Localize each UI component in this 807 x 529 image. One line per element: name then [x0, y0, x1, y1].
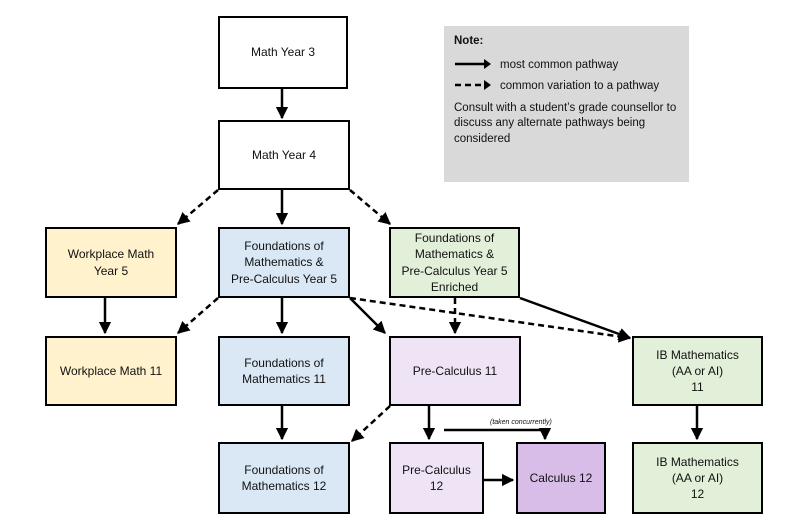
dashed-arrow-icon	[455, 80, 491, 91]
box-calculus-12: Calculus 12	[516, 442, 606, 514]
dashed-fmpc5-to-ib11	[349, 296, 632, 343]
box-ib-math-11: IB Mathematics (AA or AI) 11	[632, 336, 763, 406]
box-math-year-3: Math Year 3	[218, 16, 348, 89]
legend-note: Note: most common pathway common variati…	[444, 26, 689, 182]
dashed-fmpc5-to-wp11	[177, 297, 219, 334]
legend-solid-label: most common pathway	[500, 58, 619, 71]
legend-solid-row: most common pathway	[454, 58, 679, 74]
note-text: Consult with a student’s grade counsello…	[454, 101, 677, 145]
dashed-year4-to-wpyear5	[177, 189, 219, 225]
box-foundations-precalc-year-5-enriched: Foundations of Mathematics & Pre-Calculu…	[389, 227, 520, 298]
box-foundations-math-12: Foundations of Mathematics 12	[218, 442, 350, 514]
box-ib-math-12: IB Mathematics (AA or AI) 12	[632, 442, 763, 514]
box-foundations-precalc-year-5: Foundations of Mathematics & Pre-Calculu…	[218, 227, 350, 298]
box-pre-calculus-12: Pre-Calculus 12	[389, 442, 484, 514]
legend-dashed-row: common variation to a pathway	[454, 79, 679, 95]
arrow-pc11-to-calc12	[444, 427, 552, 441]
solid-arrow-icon	[455, 58, 491, 69]
legend-dashed-label: common variation to a pathway	[500, 80, 660, 93]
dashed-year4-to-fmpc5e	[349, 189, 391, 225]
box-foundations-math-11: Foundations of Mathematics 11	[218, 336, 350, 406]
box-workplace-math-11: Workplace Math 11	[45, 336, 177, 406]
box-pre-calculus-11: Pre-Calculus 11	[389, 336, 521, 406]
box-workplace-math-year-5: Workplace Math Year 5	[45, 227, 177, 298]
arrow-fmpc5-to-pc11	[349, 297, 386, 334]
arrow-fmpc5e-to-ib11	[519, 296, 632, 341]
box-math-year-4: Math Year 4	[218, 120, 350, 190]
dashed-pc11-to-fm12	[351, 405, 391, 442]
note-title: Note:	[454, 35, 484, 47]
concurrent-annotation: (taken concurrently)	[490, 419, 552, 426]
